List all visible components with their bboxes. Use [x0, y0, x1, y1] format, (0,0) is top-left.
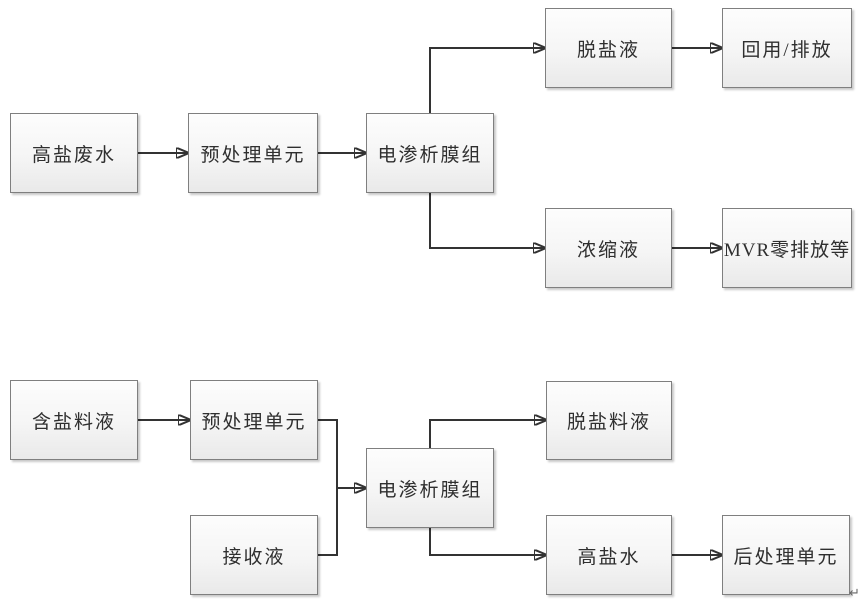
- paragraph-return-mark: ↵: [849, 586, 860, 601]
- node-f2-high-salt-water: 高盐水: [546, 515, 672, 595]
- node-f2-electrodialysis-module: 电渗析膜组: [366, 448, 494, 528]
- node-f1-concentrate-liquid: 浓缩液: [545, 208, 672, 288]
- node-f2-desalted-feed-liquid: 脱盐料液: [546, 381, 672, 460]
- node-f2-pretreatment-unit: 预处理单元: [190, 380, 318, 460]
- node-f2-receiving-liquid: 接收液: [190, 515, 318, 595]
- node-f2-salt-feed-liquid: 含盐料液: [10, 380, 138, 460]
- node-f1-electrodialysis-module: 电渗析膜组: [366, 113, 494, 193]
- node-f1-high-salt-wastewater: 高盐废水: [10, 113, 138, 193]
- node-f1-reuse-discharge: 回用/排放: [722, 8, 852, 88]
- node-f2-posttreatment-unit: 后处理单元: [722, 515, 850, 595]
- node-f1-pretreatment-unit: 预处理单元: [188, 113, 318, 193]
- arrow-f1-ed-to-concentrate: [429, 193, 545, 248]
- node-f1-mvr-zero-discharge: MVR零排放等: [722, 208, 852, 288]
- arrow-f2-ed-to-brine: [429, 528, 546, 555]
- arrow-f2-ed-to-desalted: [429, 420, 546, 448]
- arrow-f1-ed-to-desalted: [429, 48, 545, 113]
- node-f1-desalted-liquid: 脱盐液: [545, 8, 672, 88]
- connector-f2-merge-bracket: [318, 419, 338, 556]
